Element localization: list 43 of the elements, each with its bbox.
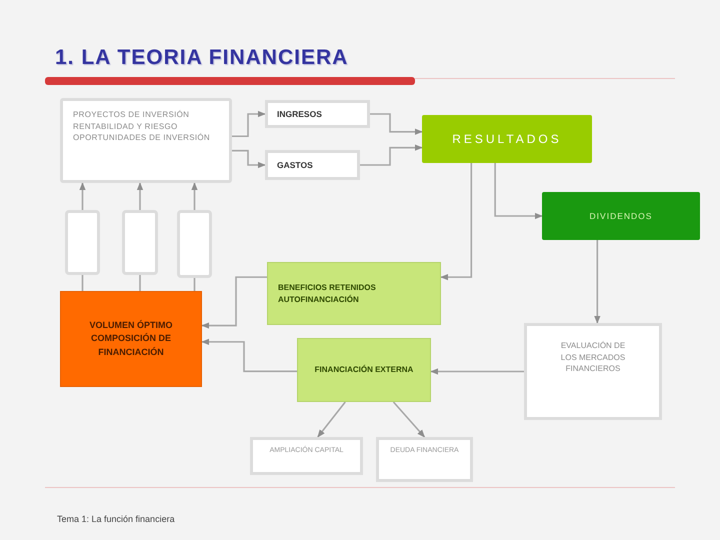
box-text: VOLUMEN ÓPTIMO COMPOSICIÓN DE FINANCIACIÓN — [88, 319, 174, 359]
text-box — [376, 437, 473, 482]
text-box — [250, 437, 363, 475]
footer-text: Tema 1: La función financiera — [57, 514, 175, 524]
connector-line — [82, 275, 84, 291]
arrow — [392, 401, 426, 438]
arrow — [201, 276, 267, 329]
box-text: GASTOS — [277, 160, 313, 170]
arrow — [232, 110, 266, 138]
arrow — [494, 163, 543, 220]
connector-line — [139, 275, 141, 291]
arrow — [317, 402, 346, 438]
text-box — [60, 98, 232, 183]
arrow — [79, 182, 86, 210]
box-text: INGRESOS — [277, 109, 322, 119]
arrow — [594, 240, 600, 324]
empty-box — [122, 210, 158, 275]
arrow — [232, 150, 266, 168]
box-text: RESULTADOS — [452, 132, 562, 146]
arrow — [136, 182, 144, 210]
slide-title: 1. LA TEORIA FINANCIERA — [55, 46, 348, 70]
process-box — [542, 192, 700, 240]
empty-box — [65, 210, 100, 275]
label-box — [265, 100, 370, 128]
arrow — [201, 338, 297, 372]
text-box — [524, 323, 662, 420]
process-box — [297, 338, 431, 402]
connector-line — [194, 278, 196, 291]
arrow — [370, 113, 423, 135]
box-text: DIVIDENDOS — [590, 211, 652, 221]
box-text: PROYECTOS DE INVERSIÓN RENTABILIDAD Y RIESGO OPORTUNIDADES DE INVERSIÓN — [73, 109, 212, 144]
arrow — [360, 144, 423, 166]
label-box — [265, 150, 360, 180]
box-text: FINANCIACIÓN EXTERNA — [314, 364, 414, 376]
highlight-box — [60, 291, 202, 387]
arrow — [430, 368, 524, 375]
arrow — [191, 182, 198, 210]
process-box — [267, 262, 441, 325]
box-text: EVALUACIÓN DE LOS MERCADOS FINANCIEROS — [560, 340, 626, 375]
process-box — [422, 115, 592, 163]
box-text: BENEFICIOS RETENIDOS AUTOFINANCIACIÓN — [278, 282, 377, 306]
arrow — [440, 163, 472, 280]
empty-box — [177, 210, 212, 278]
